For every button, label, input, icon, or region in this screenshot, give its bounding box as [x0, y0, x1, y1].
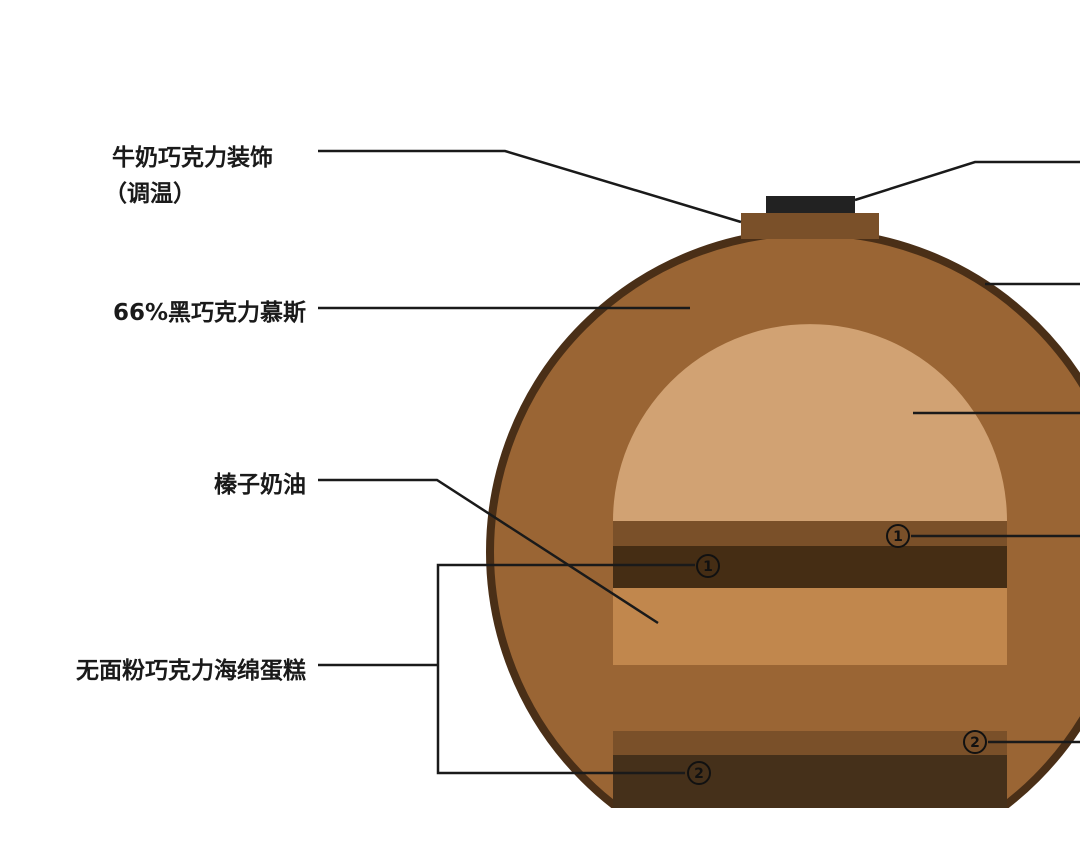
- decoration-top: [766, 196, 855, 213]
- leader-lines: [318, 149, 1080, 775]
- label-tempered: （调温）: [104, 181, 196, 207]
- decoration-base: [741, 213, 879, 239]
- sponge-layer-1: [613, 546, 1007, 588]
- label-hazelnut-cream: 榛子奶油: [214, 472, 306, 498]
- label-flourless-sponge: 无面粉巧克力海绵蛋糕: [76, 658, 306, 684]
- sponge-layer-2: [613, 755, 1007, 808]
- layer-band-2: [613, 731, 1007, 755]
- marker-2-left: 2: [687, 761, 711, 785]
- label-milk-chocolate-decoration: 牛奶巧克力装饰: [112, 145, 273, 171]
- marker-1-left: 1: [696, 554, 720, 578]
- svg-text:1: 1: [893, 529, 903, 545]
- svg-text:2: 2: [694, 766, 704, 782]
- label-dark-chocolate-mousse: 66%黑巧克力慕斯: [112, 300, 306, 326]
- marker-1-right: 1: [886, 524, 910, 548]
- marker-2-right: 2: [963, 730, 987, 754]
- svg-text:2: 2: [970, 735, 980, 751]
- svg-text:1: 1: [703, 559, 713, 575]
- layer-band-1: [613, 521, 1007, 546]
- inner-dome: [613, 324, 1007, 521]
- hazelnut-cream-layer: [613, 588, 1007, 665]
